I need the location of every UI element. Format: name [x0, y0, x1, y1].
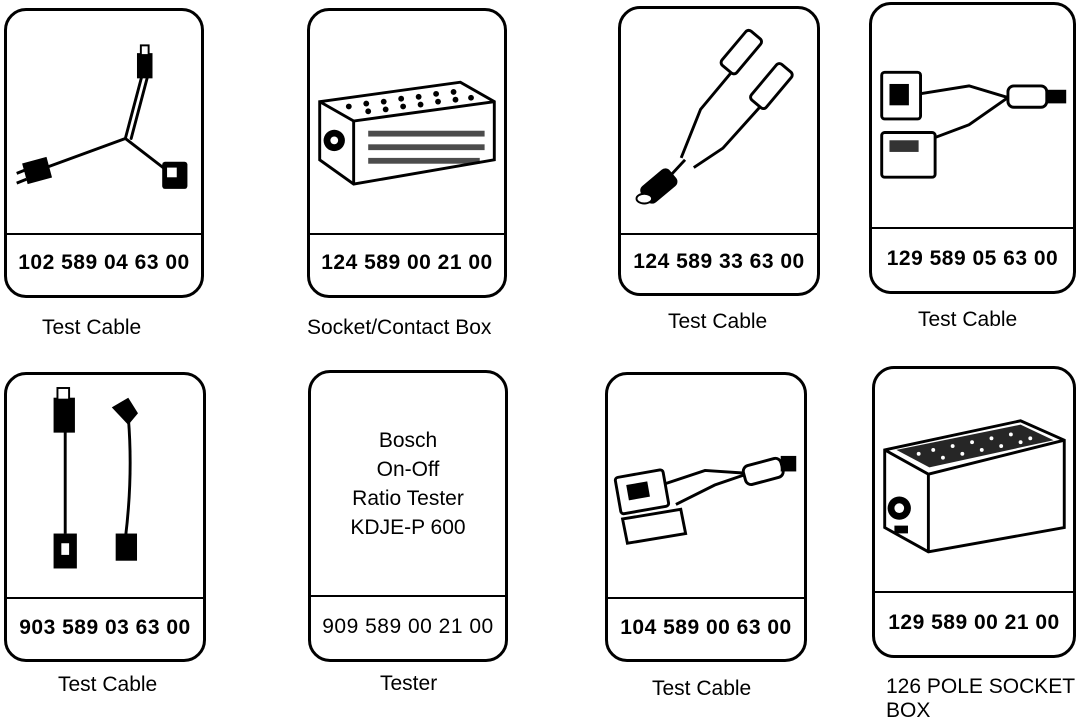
tool-card-1: 102 589 04 63 00	[4, 8, 204, 298]
tester-line-1: Bosch	[378, 429, 438, 452]
tool-caption-1: Test Cable	[42, 316, 142, 339]
tool-card-2: 124 589 00 21 00	[307, 8, 507, 298]
part-number: 124 589 33 63 00	[633, 250, 805, 273]
tool-caption-2: Socket/Contact Box	[307, 316, 492, 339]
tester-line-3: Ratio Tester	[352, 487, 464, 510]
tool-card-5: 903 589 03 63 00	[4, 372, 206, 662]
tool-card-8: 129 589 00 21 00	[872, 366, 1076, 658]
tool-caption-7: Test Cable	[652, 677, 752, 700]
tool-caption-5: Test Cable	[58, 673, 158, 696]
tester-line-4: KDJE-P 600	[350, 516, 466, 539]
part-number: 124 589 00 21 00	[321, 251, 493, 274]
connector-test-cable-icon	[872, 5, 1073, 229]
tool-card-4: 129 589 05 63 00	[869, 2, 1076, 294]
part-number: 129 589 00 21 00	[888, 611, 1060, 634]
part-number: 903 589 03 63 00	[19, 616, 191, 639]
tool-caption-3: Test Cable	[668, 310, 768, 333]
socket-contact-box-icon	[310, 11, 504, 235]
tool-caption-4: Test Cable	[918, 308, 1018, 331]
tool-caption-6: Tester	[380, 672, 438, 695]
y-test-cable-icon	[7, 11, 201, 235]
tester-description: Bosch On-Off Ratio Tester KDJE-P 600	[311, 373, 505, 597]
tool-card-6: Bosch On-Off Ratio Tester KDJE-P 600 909…	[308, 370, 508, 662]
tool-card-7: 104 589 00 63 00	[605, 372, 807, 662]
part-number: 129 589 05 63 00	[886, 247, 1059, 270]
126-pole-socket-box-icon	[875, 369, 1073, 593]
tester-line-2: On-Off	[376, 458, 440, 481]
part-number: 102 589 04 63 00	[18, 251, 190, 274]
part-number: 909 589 00 21 00	[322, 615, 494, 638]
twin-probe-test-cable-icon	[621, 9, 817, 235]
part-number: 104 589 00 63 00	[620, 616, 792, 639]
adapter-test-cable-icon	[608, 375, 804, 599]
jumper-test-cable-icon	[7, 375, 203, 599]
tool-card-3: 124 589 33 63 00	[618, 6, 820, 296]
